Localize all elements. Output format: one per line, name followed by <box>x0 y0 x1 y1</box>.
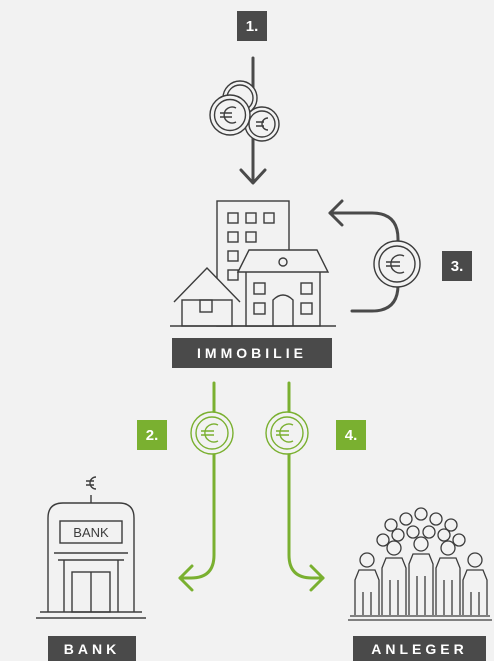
coin-step4-icon <box>265 411 309 455</box>
step-4-tag: 4. <box>336 420 366 450</box>
bank-label: BANK <box>48 636 136 661</box>
investors-icon <box>348 507 492 621</box>
arrow-step2 <box>178 381 216 592</box>
coin-step3-icon <box>373 240 421 288</box>
step-3-tag: 3. <box>442 251 472 281</box>
bank-sign-text: BANK <box>73 525 109 540</box>
investors-label: ANLEGER <box>353 636 486 661</box>
coin-step2-icon <box>190 411 234 455</box>
coin-stack-icon <box>209 80 280 142</box>
step-2-tag: 2. <box>137 420 167 450</box>
arrow-step4 <box>287 381 325 592</box>
real-estate-icon <box>170 200 336 327</box>
step-1-tag: 1. <box>237 11 267 41</box>
real-estate-label: IMMOBILIE <box>172 338 332 368</box>
bank-icon <box>36 476 146 619</box>
